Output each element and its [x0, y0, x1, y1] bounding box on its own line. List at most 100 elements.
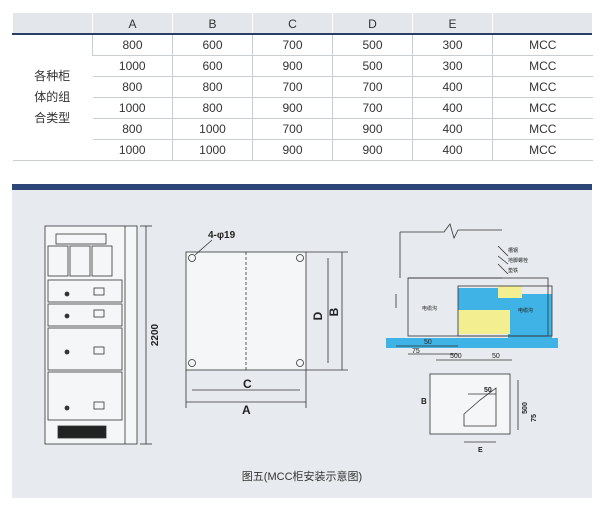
- section-view: [386, 223, 558, 361]
- group-label: 各种柜 体的组 合类型: [12, 34, 93, 161]
- cable-channel-fill: [508, 294, 552, 338]
- drawer-unit: [47, 279, 123, 303]
- dim-label: 50: [424, 339, 432, 346]
- hole-label: 4-φ19: [208, 230, 236, 241]
- cabinet-outline: [44, 225, 138, 445]
- header-cell: [12, 12, 93, 35]
- table-cell: MCC: [492, 97, 593, 119]
- section-divider-bar: [12, 184, 592, 190]
- table-row: 各种柜 体的组 合类型 800 600 700 500 300 MCC: [12, 34, 593, 161]
- installation-figure: 2200 4-φ19 C A D B: [12, 190, 592, 498]
- table-cell: 700: [332, 97, 413, 119]
- dim-label: 50: [492, 353, 500, 360]
- cabinet-top-panel: [55, 233, 107, 245]
- table-header-rule: [12, 33, 592, 35]
- section-base: [457, 285, 553, 337]
- table-cell: 800: [172, 97, 253, 119]
- spec-table: A B C D E 各种柜 体的组 合类型 800 600 700 500 30…: [12, 12, 593, 161]
- header-cell: B: [172, 12, 253, 35]
- drawer-unit: [47, 327, 123, 371]
- group-label-line: 体的组: [34, 90, 71, 104]
- drawer-unit: [47, 371, 123, 421]
- header-cell: [492, 12, 593, 35]
- table-cell: 1000: [92, 55, 173, 77]
- table-cell: 800: [172, 76, 253, 98]
- section-area-label: 电缆沟: [422, 305, 437, 312]
- drawer-unit: [47, 303, 123, 327]
- table-row: 1000 800 900 700 400 MCC: [13, 97, 593, 119]
- table-cell: 700: [252, 118, 333, 140]
- table-cell: MCC: [492, 55, 593, 77]
- section-tag: 槽钢: [508, 247, 518, 254]
- detail-view: [429, 373, 519, 443]
- detail-outline: [429, 373, 511, 435]
- break-line: [400, 223, 502, 240]
- tag-leader: [497, 263, 509, 275]
- table-cell: 400: [412, 139, 493, 161]
- dim-b-label: B: [327, 307, 341, 316]
- table-cell: 1000: [92, 97, 173, 119]
- table-row: 1000 1000 900 900 400 MCC: [13, 139, 593, 161]
- hole-leader-line: [194, 239, 213, 256]
- detail-dim-label: 500: [522, 402, 529, 414]
- table-cell: 900: [252, 55, 333, 77]
- base-frame-fill: [498, 286, 522, 298]
- cabinet-meter-block: [91, 245, 113, 277]
- detail-dim-label: B: [421, 397, 427, 406]
- installation-drawing: 2200 4-φ19 C A D B: [44, 223, 558, 454]
- table-cell: 900: [332, 118, 413, 140]
- header-cell: C: [252, 12, 333, 35]
- table-cell: 900: [332, 139, 413, 161]
- drawer-switch: [93, 287, 105, 296]
- table-cell: 700: [252, 76, 333, 98]
- detail-dim-label: 75: [531, 414, 538, 422]
- drawer-handle: [64, 313, 70, 319]
- table-cell: 1000: [172, 139, 253, 161]
- header-cell: A: [92, 12, 173, 35]
- table-cell: 600: [172, 34, 253, 56]
- table-cell: MCC: [492, 34, 593, 56]
- section-tag: 垫铁: [508, 267, 518, 274]
- drawer-switch: [93, 309, 105, 318]
- tag-leader: [497, 245, 509, 257]
- drawer-handle: [64, 291, 70, 297]
- mounting-hole: [296, 254, 304, 262]
- height-label: 2200: [150, 323, 161, 346]
- cabinet-vent: [57, 425, 107, 439]
- table-cell: 900: [252, 97, 333, 119]
- drawer-handle: [64, 349, 70, 355]
- table-cell: 1000: [92, 139, 173, 161]
- table-cell: 300: [412, 34, 493, 56]
- mounting-hole: [188, 254, 196, 262]
- header-cell: E: [412, 12, 493, 35]
- table-cell: 400: [412, 97, 493, 119]
- table-cell: 700: [332, 76, 413, 98]
- drawer-switch: [93, 346, 105, 355]
- tag-leader: [497, 255, 509, 265]
- table-cell: 800: [92, 118, 173, 140]
- section-area-label: 电缆沟: [518, 307, 533, 314]
- mounting-hole: [296, 359, 304, 367]
- table-row: 800 800 700 700 400 MCC: [13, 76, 593, 98]
- section-tag: 地脚螺栓: [508, 257, 528, 264]
- table-row: 800 1000 700 900 400 MCC: [13, 118, 593, 140]
- detail-dim-label: E: [478, 447, 483, 454]
- front-view: [44, 225, 152, 445]
- table-cell: 500: [332, 34, 413, 56]
- base-view: [185, 239, 348, 408]
- table-cell: 800: [92, 76, 173, 98]
- dim-label: 500: [450, 353, 462, 360]
- cable-channel-fill: [458, 288, 508, 310]
- base-frame-fill: [458, 310, 510, 334]
- detail-dim-label: 50: [484, 387, 492, 394]
- dim-a-label: A: [242, 403, 251, 417]
- table-cell: 400: [412, 76, 493, 98]
- table-cell: MCC: [492, 76, 593, 98]
- table-cell: MCC: [492, 118, 593, 140]
- table-cell: 800: [92, 34, 173, 56]
- table-cell: 900: [252, 139, 333, 161]
- table-cell: 700: [252, 34, 333, 56]
- dim-c-label: C: [243, 377, 252, 391]
- table-cell: 300: [412, 55, 493, 77]
- dim-label: 75: [412, 348, 420, 355]
